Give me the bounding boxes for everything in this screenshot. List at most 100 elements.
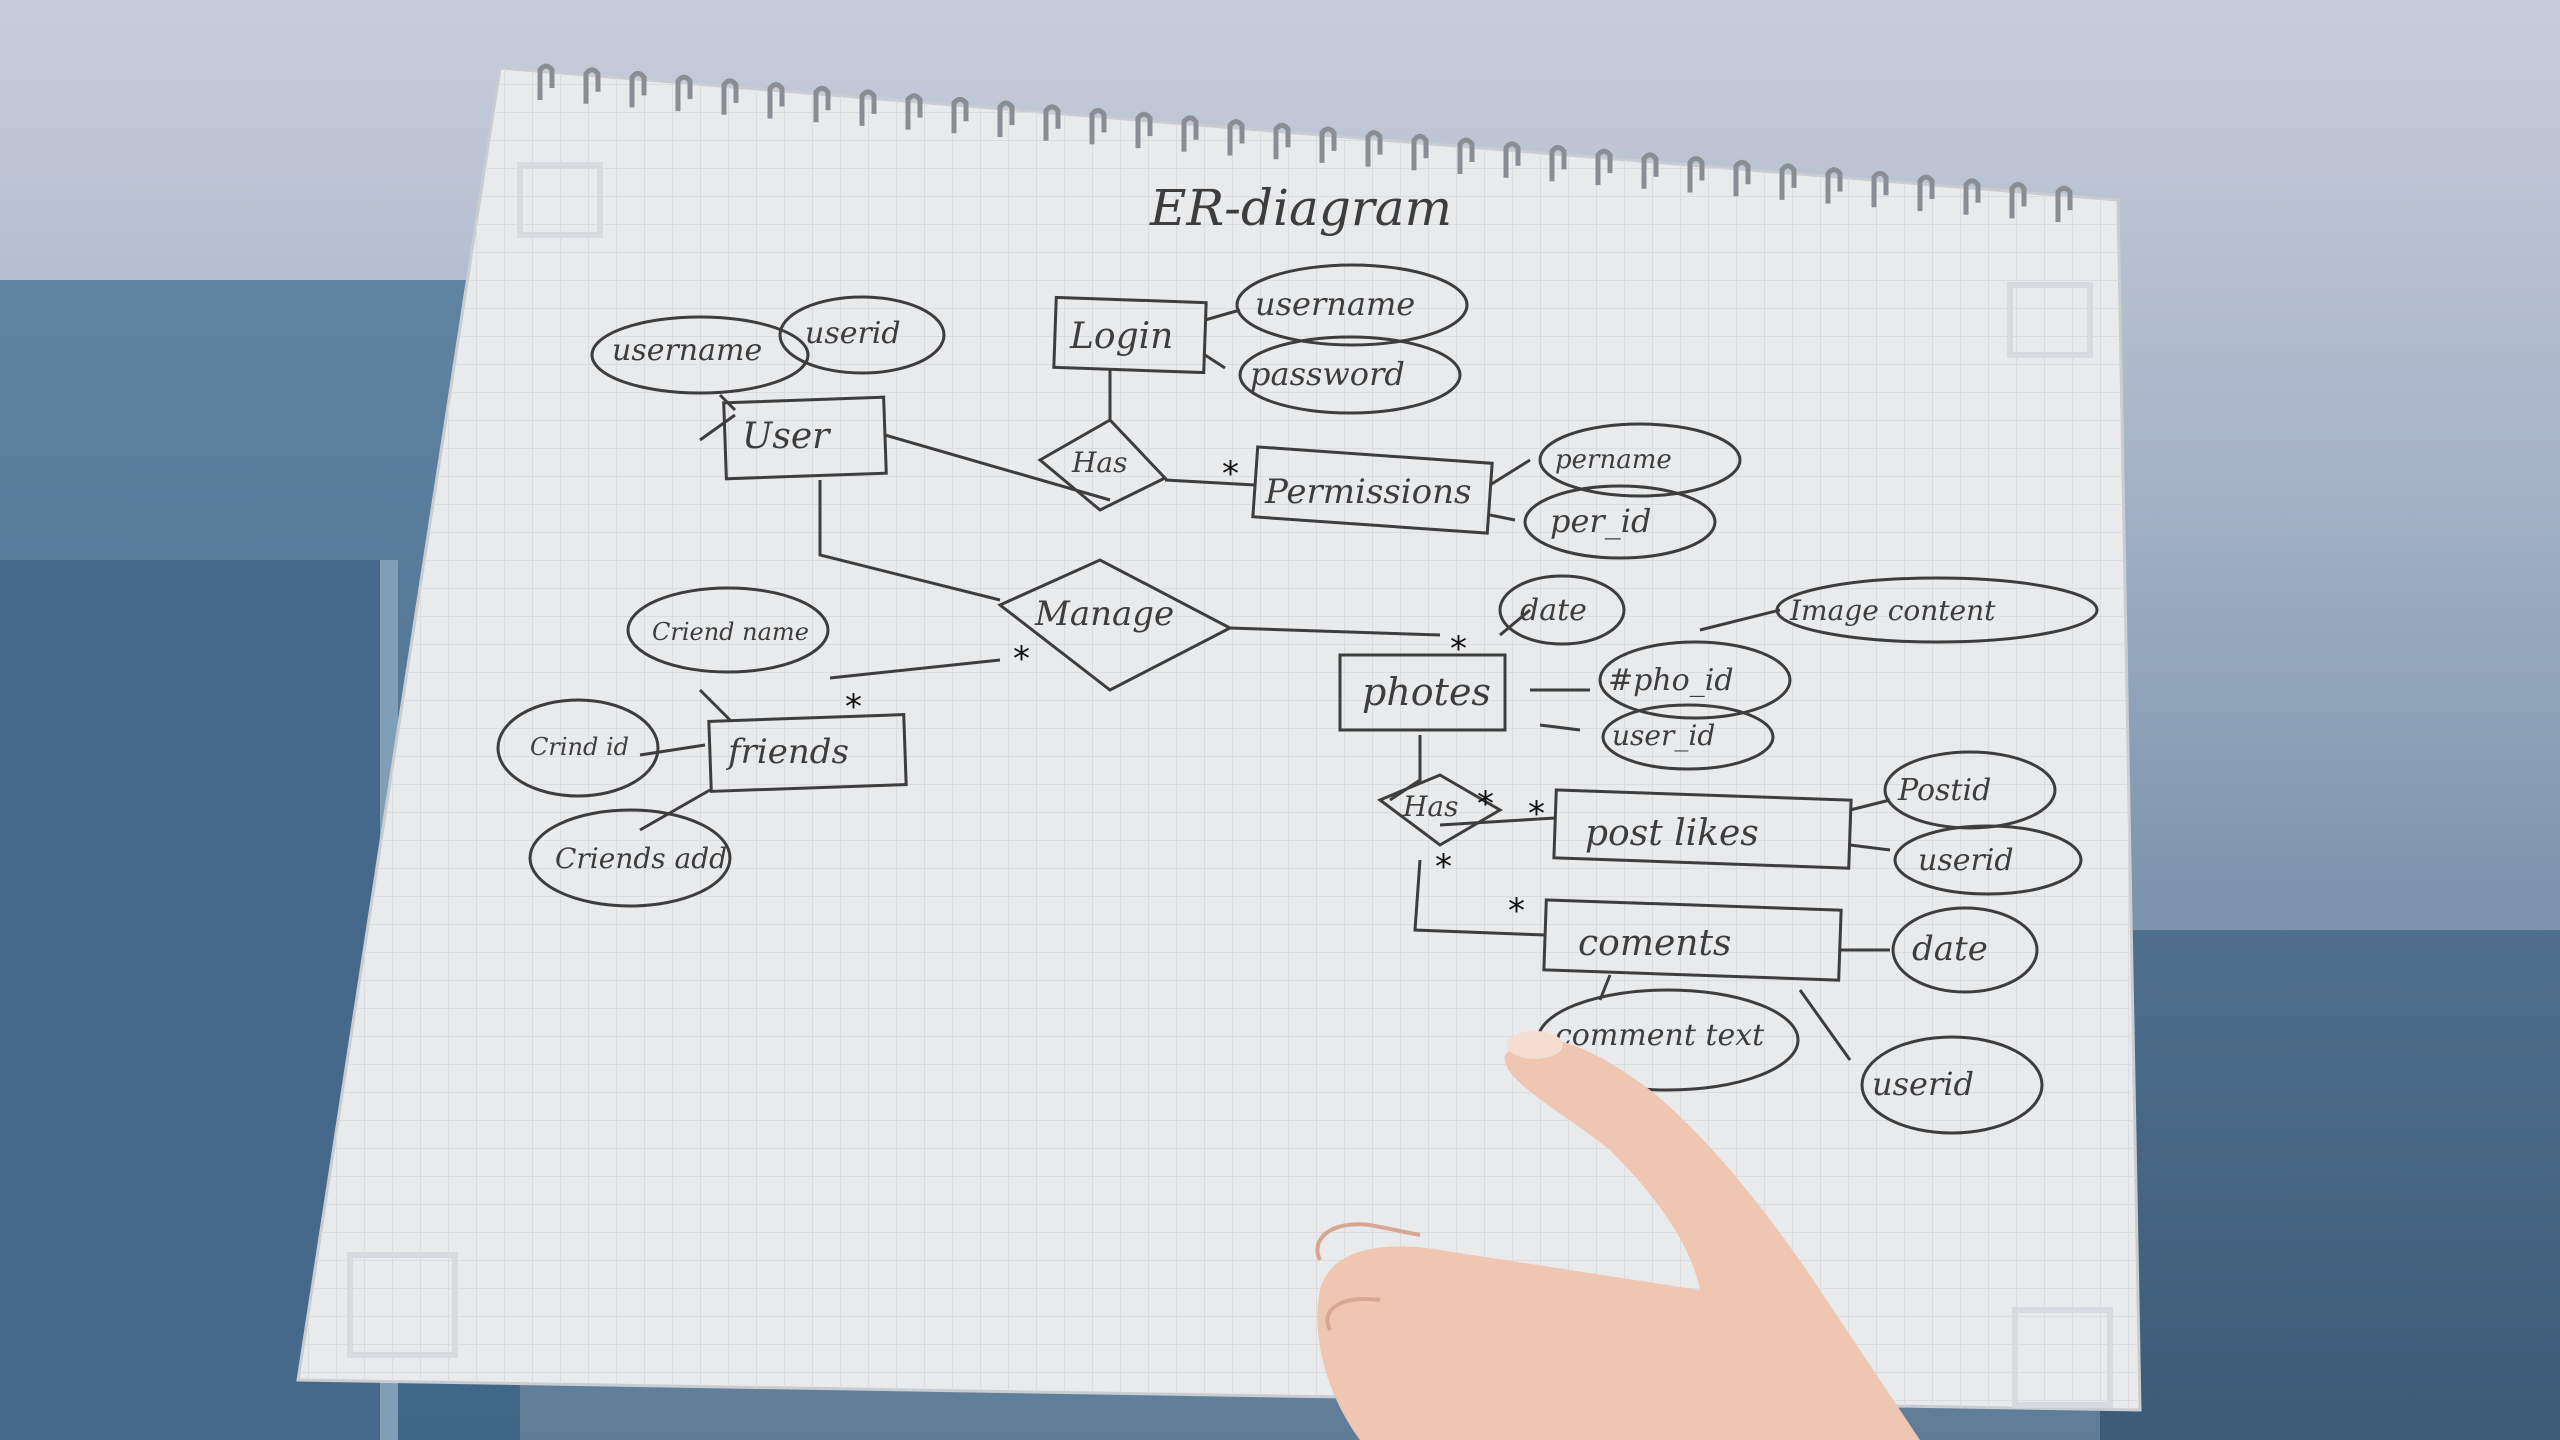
cardinality-mark: * — [1477, 784, 1494, 824]
svg-text:Postid: Postid — [1897, 773, 1991, 808]
attribute-postid[interactable]: Postid — [1883, 750, 2057, 830]
spiral-ring — [1641, 152, 1659, 189]
attribute-login-username[interactable]: username — [1235, 263, 1469, 347]
spiral-ring — [629, 70, 647, 108]
spiral-ring — [859, 89, 877, 126]
spiral-ring — [1457, 137, 1475, 174]
svg-text:per_id: per_id — [1550, 502, 1651, 540]
attribute-friend-name[interactable]: Criend name — [626, 586, 830, 674]
entity-permissions[interactable]: Permissions — [1251, 445, 1494, 535]
svg-text:userid: userid — [1872, 1065, 1974, 1103]
entity-comments[interactable]: coments — [1542, 898, 1843, 982]
svg-text:pername: pername — [1555, 445, 1672, 475]
spiral-ring — [951, 96, 969, 134]
spiral-ring — [2055, 185, 2073, 223]
attribute-comment-userid[interactable]: userid — [1860, 1035, 2044, 1135]
spiral-ring — [1135, 111, 1153, 149]
spiral-ring — [905, 93, 923, 130]
svg-text:User: User — [742, 416, 831, 457]
svg-text:#pho_id: #pho_id — [1608, 663, 1734, 698]
svg-text:Manage: Manage — [1034, 594, 1174, 634]
svg-text:Has: Has — [1402, 790, 1458, 823]
spiral-ring — [1595, 148, 1613, 186]
spiral-ring — [1825, 167, 1843, 204]
relationship-manage[interactable]: Manage — [997, 558, 1234, 692]
svg-text:userid: userid — [805, 316, 901, 351]
attribute-comment-date[interactable]: date — [1891, 906, 2039, 994]
svg-text:date: date — [1912, 929, 1988, 969]
background-wall-right — [2100, 930, 2560, 1440]
svg-text:user_id: user_id — [1612, 719, 1715, 752]
entity-post-likes[interactable]: post likes — [1552, 788, 1853, 870]
svg-text:Login: Login — [1069, 316, 1173, 357]
spiral-ring — [1319, 126, 1337, 163]
svg-text:photes: photes — [1362, 670, 1491, 714]
diagram-title: ER-diagram — [1149, 179, 1452, 237]
svg-text:username: username — [1255, 285, 1415, 323]
entity-friends[interactable]: friends — [707, 713, 908, 793]
spiral-ring — [1779, 163, 1797, 200]
attribute-comment-text[interactable]: comment text — [1536, 988, 1800, 1092]
svg-text:coments: coments — [1578, 923, 1731, 964]
cardinality-mark: * — [1450, 629, 1467, 669]
relationship-has-login[interactable]: Has — [1037, 418, 1168, 512]
cardinality-mark: * — [1013, 639, 1030, 679]
spiral-ring — [1503, 141, 1521, 178]
spiral-ring — [583, 67, 601, 104]
svg-text:friends: friends — [725, 732, 849, 772]
attribute-per-id[interactable]: per_id — [1523, 484, 1717, 560]
svg-text:password: password — [1250, 355, 1405, 393]
attribute-user-userid[interactable]: userid — [778, 295, 946, 375]
svg-text:Criends add: Criends add — [555, 842, 727, 875]
spiral-ring — [1043, 104, 1061, 141]
hand-holding-notebook — [1315, 1031, 1920, 1440]
attribute-likes-userid[interactable]: userid — [1893, 824, 2083, 896]
attribute-friends-add[interactable]: Criends add — [528, 808, 732, 908]
spiral-ring — [1411, 133, 1429, 171]
attribute-login-password[interactable]: password — [1238, 335, 1462, 415]
spiral-ring — [537, 63, 555, 100]
svg-text:Criend name: Criend name — [652, 618, 809, 646]
attribute-image-content[interactable]: Image content — [1775, 576, 2099, 644]
svg-text:Permissions: Permissions — [1264, 472, 1471, 512]
svg-text:userid: userid — [1918, 843, 2014, 878]
cardinality-mark: * — [1435, 847, 1452, 887]
svg-text:date: date — [1520, 593, 1587, 628]
svg-text:username: username — [612, 333, 762, 368]
spiral-ring — [1963, 178, 1981, 215]
attribute-photo-userid[interactable]: user_id — [1601, 703, 1775, 771]
spiral-ring — [767, 82, 785, 119]
cardinality-mark: * — [1222, 454, 1239, 494]
spiral-ring — [1733, 159, 1751, 197]
entity-photos[interactable]: photes — [1338, 653, 1507, 732]
relationship-lines — [639, 308, 1891, 1061]
spiral-ring — [813, 85, 831, 123]
corner-marker-icons — [347, 162, 2113, 1408]
spiral-ring — [997, 100, 1015, 137]
spiral-ring — [1871, 170, 1889, 208]
relationship-has-photos[interactable]: Has — [1377, 773, 1503, 847]
attribute-pername[interactable]: pername — [1538, 422, 1742, 498]
spiral-ring — [1227, 119, 1245, 156]
attribute-friend-id[interactable]: Crind id — [496, 698, 660, 798]
spiral-ring — [1549, 144, 1567, 182]
cardinality-mark: * — [1528, 794, 1545, 834]
svg-text:Crind id: Crind id — [530, 733, 629, 761]
svg-text:Has: Has — [1071, 446, 1127, 479]
notebook-sheet — [296, 66, 2142, 1412]
spiral-ring — [2009, 181, 2027, 219]
cardinality-mark: * — [845, 687, 862, 727]
spiral-ring — [675, 74, 693, 112]
entity-login[interactable]: Login — [1052, 295, 1208, 375]
svg-text:comment text: comment text — [1555, 1018, 1765, 1053]
attribute-photo-id[interactable]: #pho_id — [1598, 640, 1792, 720]
spiral-ring — [1687, 156, 1705, 193]
spiral-ring — [1365, 130, 1383, 167]
spiral-ring — [1181, 115, 1199, 152]
attribute-user-username[interactable]: username — [590, 315, 810, 395]
spiral-ring — [721, 78, 739, 115]
entity-user[interactable]: User — [722, 395, 888, 481]
spiral-binding — [537, 63, 2073, 223]
attribute-photo-date[interactable]: date — [1498, 574, 1626, 646]
